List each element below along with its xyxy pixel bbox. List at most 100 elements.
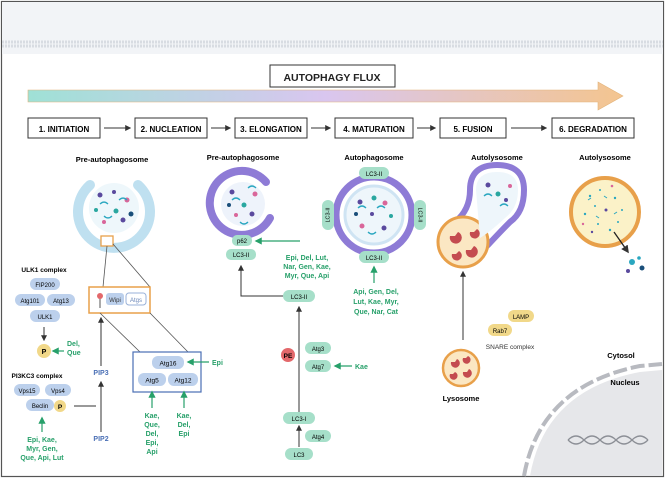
svg-text:Epi, Del, Lut,: Epi, Del, Lut, xyxy=(286,255,328,262)
pip3-label: PIP3 xyxy=(93,370,108,377)
label-pre-autophagosome-1: Pre-autophagosome xyxy=(76,155,149,164)
phospho-label-1: P xyxy=(42,349,47,356)
svg-text:Api, Gen, Del,: Api, Gen, Del, xyxy=(353,289,399,296)
wipi-protein xyxy=(106,293,124,305)
lc3ii-pathway-label: LC3-II xyxy=(291,295,308,301)
protein-atg12: Atg12 xyxy=(175,378,192,385)
pi3kc3-complex-title: PI3KC3 complex xyxy=(12,373,63,380)
pip2-label: PIP2 xyxy=(93,436,108,443)
label-autolysosome-2: Autolysosome xyxy=(579,153,631,162)
compounds-maturation: Api, Gen, Del, Lut, Kae, Myr, Que, Nar, … xyxy=(353,289,399,316)
step-elongation: 3. ELONGATION xyxy=(240,125,302,134)
nucleation-box: Wipi Atgs xyxy=(88,286,151,314)
lc3ii-bottom-label: LC3-II xyxy=(366,256,383,262)
svg-text:Lut, Kae, Myr,: Lut, Kae, Myr, xyxy=(353,299,399,306)
lysosome-label: Lysosome xyxy=(443,394,480,403)
atgs-label: Atgs xyxy=(130,298,142,304)
pi3kc3-complex: Vps15 Vps4 Beclin P xyxy=(14,384,71,412)
step-box-degradation xyxy=(551,117,635,139)
label-autolysosome-1: Autolysosome xyxy=(471,153,523,162)
snare-complex-label: SNARE complex xyxy=(486,344,535,351)
step-box-nucleation xyxy=(134,117,208,139)
lc3ii-pathway-box xyxy=(283,290,315,302)
step-row: 1. INITIATION 2. NUCLEATION 3. ELONGATIO… xyxy=(27,117,635,139)
nucleus xyxy=(522,362,663,477)
lamp-label: LAMP xyxy=(513,315,529,321)
rab7-label: Rab7 xyxy=(493,329,508,335)
step-initiation: 1. INITIATION xyxy=(39,125,90,134)
flux-title-box xyxy=(269,64,396,88)
autophagosome: LC3-II LC3-II LC3-II LC3-II xyxy=(322,167,426,263)
protein-atg13: Atg13 xyxy=(53,299,69,305)
protein-atg5: Atg5 xyxy=(145,378,159,385)
svg-text:Que,: Que, xyxy=(144,422,160,429)
atg7-label: Atg7 xyxy=(312,365,325,371)
atgs-protein xyxy=(125,292,147,306)
svg-text:Epi,: Epi, xyxy=(146,440,159,447)
compounds-pi3k-line-3: Que, Api, Lut xyxy=(20,455,64,462)
pre-autophagosome-elongation: p62 LC3-II xyxy=(205,166,274,260)
zoom-square xyxy=(100,235,114,247)
step-box-elongation xyxy=(234,117,308,139)
svg-text:Kae,: Kae, xyxy=(145,413,160,420)
released-molecule xyxy=(629,259,635,265)
compounds-ulk1-line-2: Que xyxy=(67,350,81,357)
protein-atg101: Atg101 xyxy=(20,299,40,305)
step-degradation: 6. DEGRADATION xyxy=(559,125,627,134)
lysosome xyxy=(441,348,481,388)
svg-text:Del,: Del, xyxy=(178,422,191,429)
compounds-ulk1-line-1: Del, xyxy=(67,341,80,348)
pe-label: PE xyxy=(284,353,293,360)
cytosol-label: Cytosol xyxy=(607,351,635,360)
lc3ii-elongation-label: LC3-II xyxy=(233,253,250,259)
ulk1-complex: FIP200 Atg101 Atg13 ULK1 xyxy=(15,278,75,322)
svg-text:Myr, Que, Api: Myr, Que, Api xyxy=(285,273,330,280)
compounds-atg5: Kae, Que, Del, Epi, Api xyxy=(144,413,160,456)
step-nucleation: 2. NUCLEATION xyxy=(141,125,202,134)
protein-vps15: Vps15 xyxy=(18,389,36,395)
phospho-label-2: P xyxy=(58,404,63,411)
compounds-p62: Epi, Del, Lut, Nar, Gen, Kae, Myr, Que, … xyxy=(283,255,331,280)
pre-autophagosome-initiation xyxy=(73,180,155,253)
compounds-pi3k-line-2: Myr, Gen, xyxy=(26,446,58,453)
svg-text:Nar, Gen, Kae,: Nar, Gen, Kae, xyxy=(283,264,331,271)
flux-title: AUTOPHAGY FLUX xyxy=(283,72,380,84)
autolysosome-fusion xyxy=(436,161,528,269)
step-box-fusion xyxy=(439,117,507,139)
svg-text:Del,: Del, xyxy=(146,431,159,438)
label-pre-autophagosome-2: Pre-autophagosome xyxy=(207,153,280,162)
compounds-atg12: Kae, Del, Epi xyxy=(177,413,192,438)
step-box-maturation xyxy=(334,117,414,139)
p62-label: p62 xyxy=(237,239,248,245)
atg3-label: Atg3 xyxy=(312,347,325,353)
svg-text:Api: Api xyxy=(146,449,157,456)
lc3ii-left-label: LC3-II xyxy=(325,207,331,222)
compounds-pi3k-line-1: Epi, Kae, xyxy=(27,437,57,444)
svg-text:Kae,: Kae, xyxy=(177,413,192,420)
lipid-icon xyxy=(97,293,103,299)
svg-text:Que, Nar, Cat: Que, Nar, Cat xyxy=(354,309,399,316)
autolysosome-degradation xyxy=(569,176,641,248)
lc3i-label: LC3-I xyxy=(292,417,307,423)
atg4-label: Atg4 xyxy=(312,435,325,441)
protein-beclin: Beclin xyxy=(32,404,48,410)
nucleus-label: Nucleus xyxy=(610,378,639,387)
lc3ii-top-label: LC3-II xyxy=(366,172,383,178)
pe-icon xyxy=(281,348,295,362)
svg-text:Epi: Epi xyxy=(179,431,190,438)
atg-conjugation-box: Atg16 Atg5 Atg12 xyxy=(132,351,202,393)
protein-ulk1: ULK1 xyxy=(37,315,53,321)
flux-arrow xyxy=(27,81,624,111)
step-maturation: 4. MATURATION xyxy=(343,125,405,134)
protein-atg16: Atg16 xyxy=(160,361,177,368)
compounds-atg16: Epi xyxy=(212,360,223,367)
label-autophagosome: Autophagosome xyxy=(344,153,403,162)
step-fusion: 5. FUSION xyxy=(453,125,492,134)
step-box-initiation xyxy=(27,117,101,139)
phospho-icon-1 xyxy=(37,344,51,358)
compounds-atg7: Kae xyxy=(355,364,368,371)
lc3ii-right-label: LC3-II xyxy=(417,208,423,223)
protein-vps4: Vps4 xyxy=(51,389,65,395)
protein-fip200: FIP200 xyxy=(35,283,55,289)
